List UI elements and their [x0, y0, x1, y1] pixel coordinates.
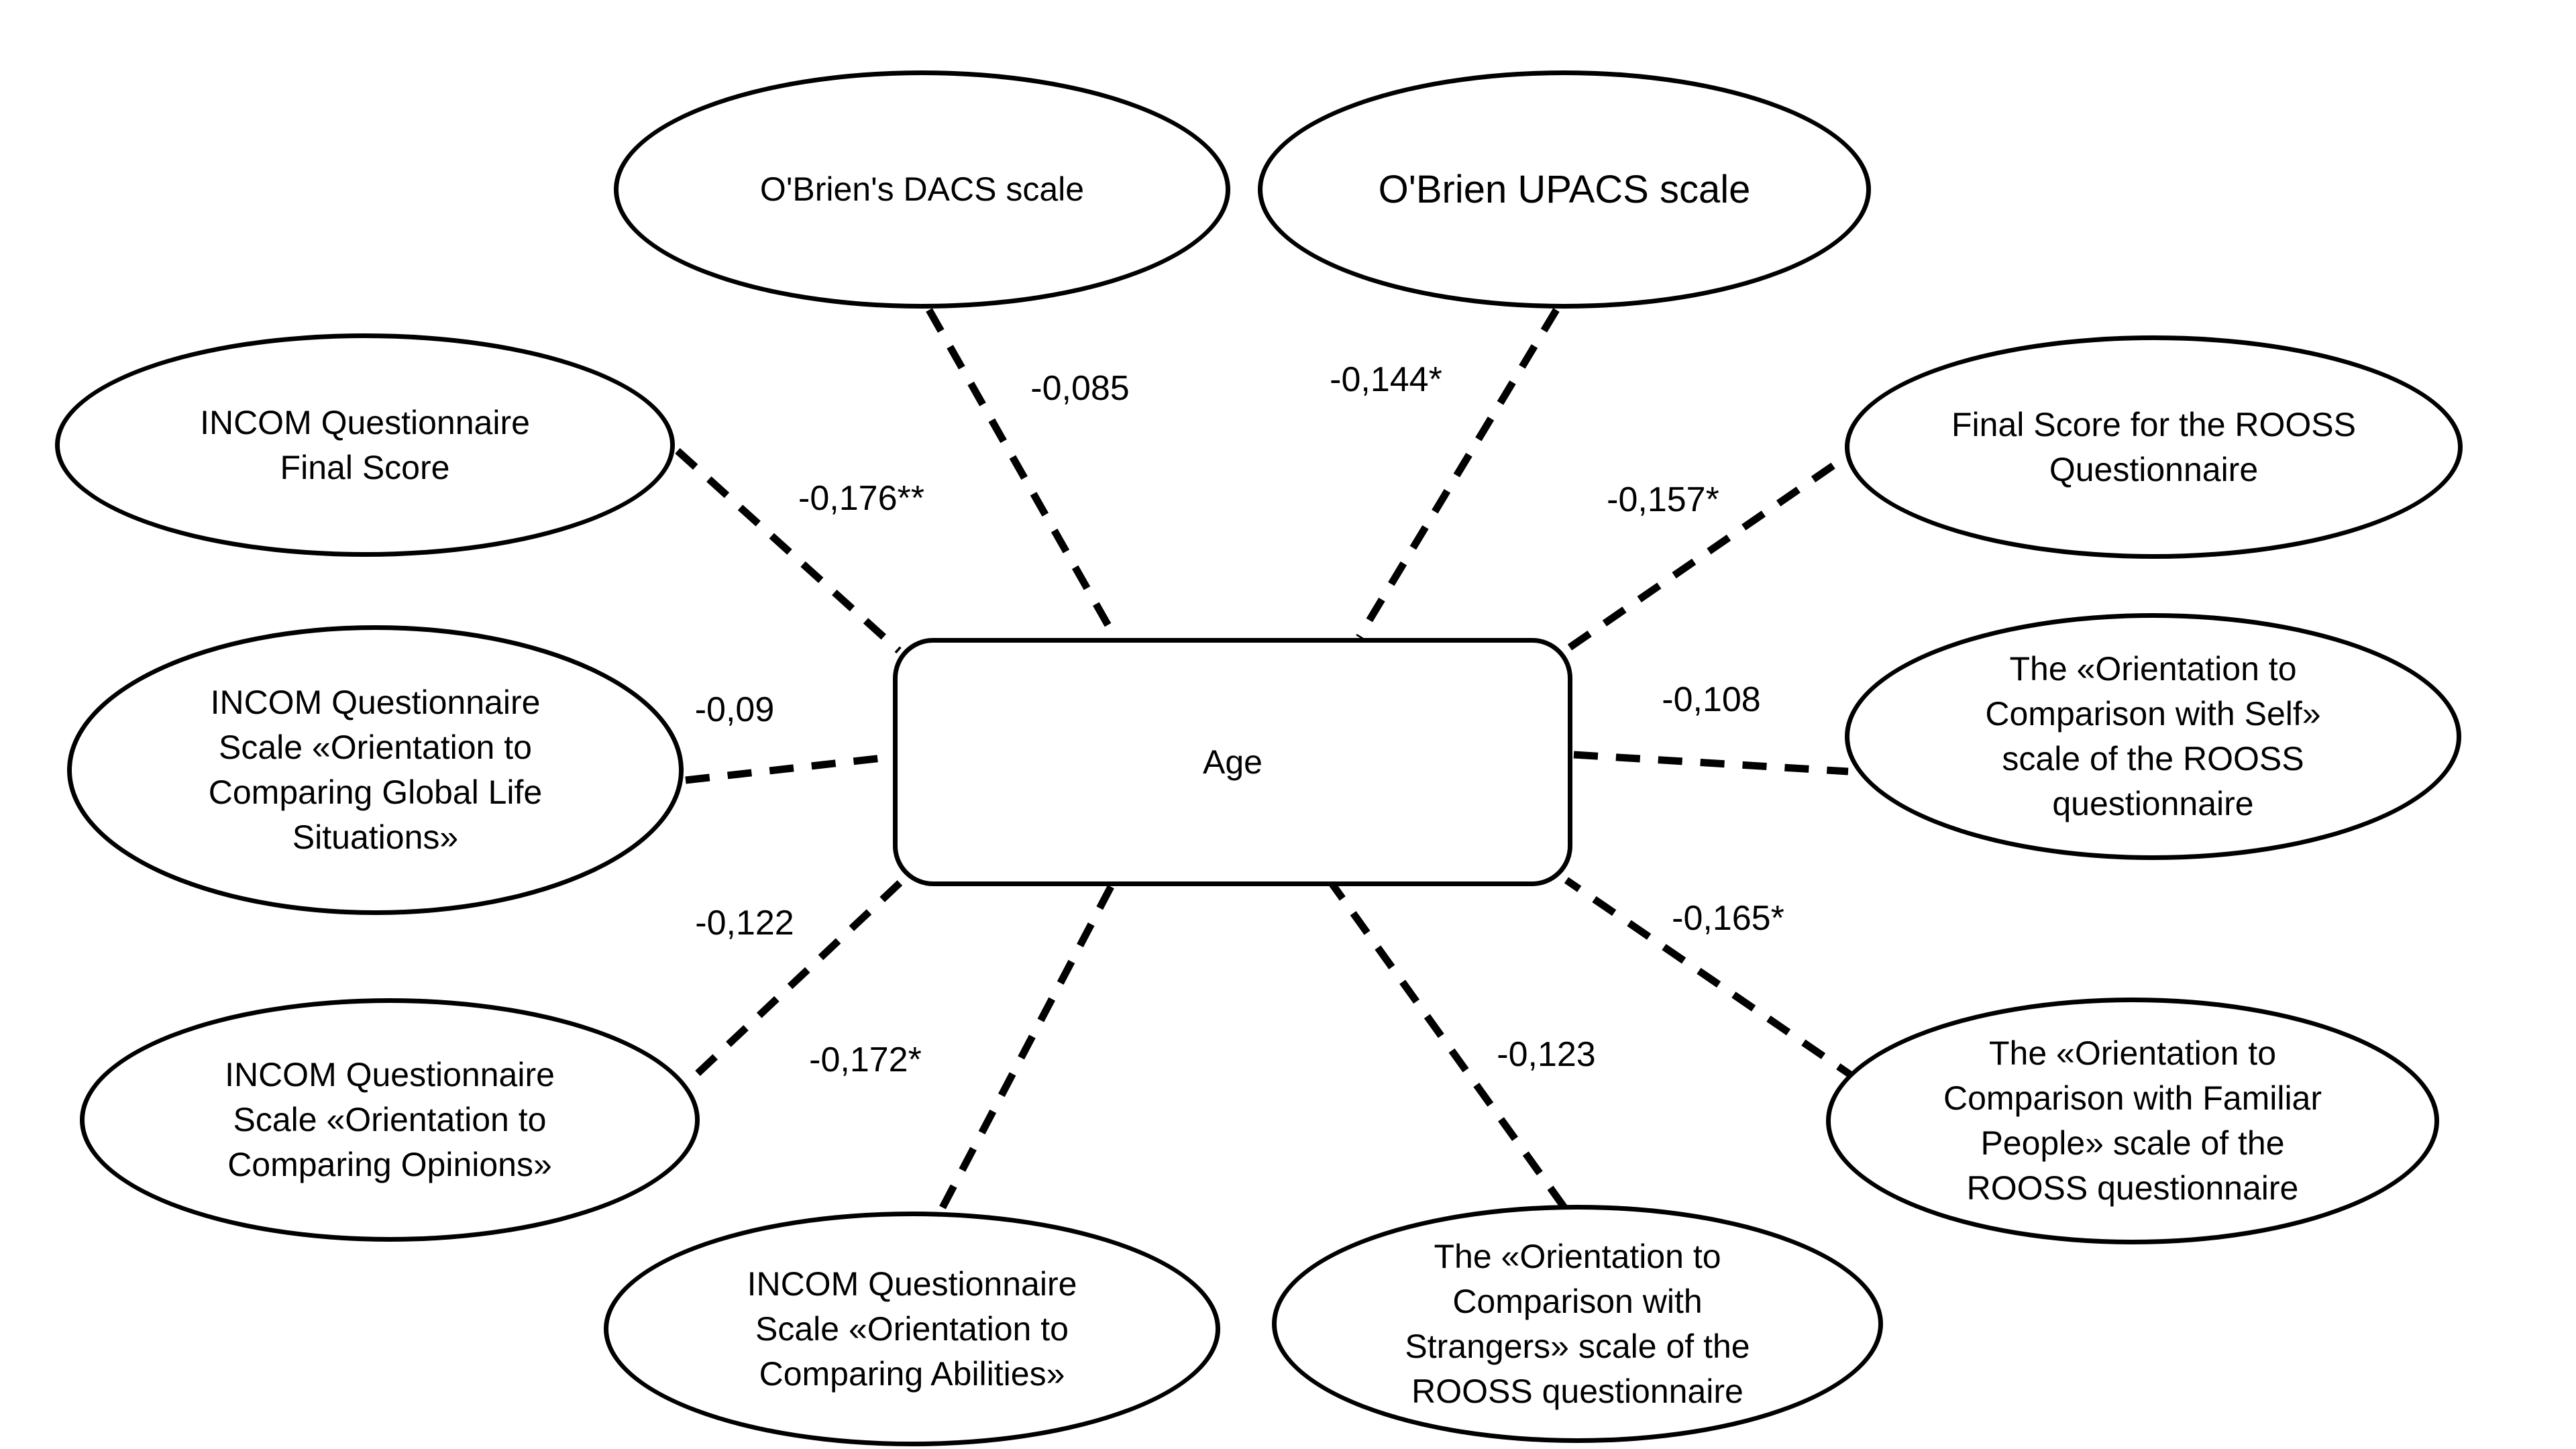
edge-value-age-incom-global: -0,09 — [694, 690, 775, 729]
edge-line-age-incom-abilities — [939, 882, 1116, 1210]
edge-line-age-upacs — [1356, 308, 1560, 639]
edge-line-age-rooss-final — [1567, 451, 1851, 651]
edge-value-age-rooss-familiar: -0,165* — [1672, 899, 1784, 938]
edge-line-age-incom-final — [675, 447, 902, 654]
edge-value-age-incom-opinions: -0,122 — [695, 904, 794, 943]
node-incom-abilities: INCOM Questionnaire Scale «Orientation t… — [604, 1212, 1220, 1446]
node-age: Age — [893, 638, 1572, 886]
edge-value-age-rooss-strangers: -0,123 — [1497, 1035, 1596, 1074]
edge-line-age-incom-opinions — [695, 874, 908, 1077]
edge-line-age-rooss-strangers — [1329, 881, 1568, 1210]
edge-value-age-dacs: -0,085 — [1030, 369, 1130, 408]
edge-line-age-incom-global — [685, 753, 895, 784]
edge-value-age-rooss-final: -0,157* — [1607, 480, 1719, 519]
node-incom-opinions: INCOM Questionnaire Scale «Orientation t… — [80, 998, 700, 1242]
node-rooss-final-score: Final Score for the ROOSS Questionnaire — [1845, 335, 2463, 559]
node-rooss-self: The «Orientation to Comparison with Self… — [1845, 613, 2461, 860]
node-obriens-dacs-scale: O'Brien's DACS scale — [614, 70, 1230, 309]
edge-line-age-dacs — [926, 308, 1118, 639]
node-obrien-upacs-scale: O'Brien UPACS scale — [1258, 70, 1871, 309]
edge-line-age-rooss-familiar — [1564, 877, 1861, 1083]
edge-value-age-incom-abilities: -0,172* — [809, 1040, 922, 1079]
node-rooss-strangers: The «Orientation to Comparison with Stra… — [1272, 1205, 1883, 1443]
edge-line-age-rooss-self — [1573, 751, 1849, 775]
node-rooss-familiar-people: The «Orientation to Comparison with Fami… — [1826, 998, 2439, 1244]
edge-value-age-incom-final: -0,176** — [798, 479, 924, 518]
node-incom-final-score: INCOM Questionnaire Final Score — [55, 333, 675, 557]
edge-value-age-rooss-self: -0,108 — [1662, 680, 1761, 719]
edge-value-age-upacs: -0,144* — [1330, 360, 1442, 399]
node-incom-global-life: INCOM Questionnaire Scale «Orientation t… — [67, 625, 684, 915]
